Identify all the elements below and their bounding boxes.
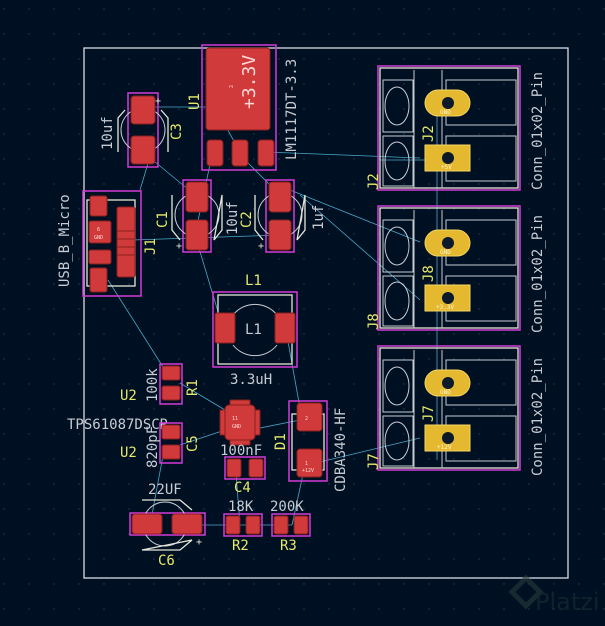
- u2-ref: U2: [120, 388, 137, 404]
- j7-ref-outer: J7: [366, 453, 382, 470]
- u1-pad-net: +3.3V: [239, 55, 260, 109]
- u1-pad-number: 2: [229, 85, 235, 88]
- j2-pin2-net: GND: [440, 109, 451, 116]
- r3-ref: R3: [280, 538, 297, 554]
- u2-value: TPS61087DSCR: [67, 417, 169, 433]
- r1-ref: R1: [185, 379, 201, 396]
- d1-value: CDBA340-HF: [333, 408, 349, 492]
- j7-value: Conn_01x02_Pin: [530, 358, 546, 476]
- u2-chip[interactable]: 11 GND: [219, 399, 261, 446]
- l1-ref: L1: [245, 273, 262, 289]
- c4-ref: C4: [234, 480, 251, 496]
- d1-pad-1: 1: [305, 461, 308, 467]
- c1-polarity-mark: +: [176, 241, 182, 252]
- c6-polarity-mark: +: [196, 537, 202, 548]
- component-R2[interactable]: 18K R2: [223, 499, 263, 554]
- d1-pad-2: 2: [305, 416, 308, 422]
- j8-pin1-net: +3.3V: [436, 304, 454, 311]
- component-C4[interactable]: 100nF C4: [220, 443, 266, 496]
- r1-value: 100k: [145, 368, 161, 402]
- j1-pad-number: 6: [97, 227, 100, 233]
- component-J7[interactable]: GND +12V J7 J7 Conn_01x02_Pin: [366, 345, 546, 476]
- component-U1[interactable]: 2 +3.3V U1 LM1117DT-3.3: [187, 44, 300, 171]
- c3-value: 10uf: [100, 116, 116, 150]
- d1-pad-net: +12V: [302, 468, 314, 474]
- component-D1[interactable]: 2 1 +12V D1 CDBA340-HF: [273, 400, 349, 492]
- u1-ref: U1: [187, 93, 203, 110]
- j8-pin2-net: GND: [440, 249, 451, 256]
- c1-ref: C1: [155, 211, 171, 228]
- d1-ref: D1: [273, 433, 289, 450]
- watermark-text: Platzi: [535, 588, 600, 616]
- l1-fab-ref: L1: [245, 322, 262, 338]
- c2-value: 1uf: [311, 205, 327, 230]
- board-outline: [83, 47, 569, 579]
- c4-value: 100nF: [220, 443, 262, 459]
- component-C6[interactable]: 22UF C6 +: [129, 482, 206, 569]
- component-R3[interactable]: 200K R3: [270, 499, 311, 554]
- component-J2[interactable]: GND +5V J2 J2 Conn_01x02_Pin: [366, 65, 546, 191]
- u2-pad-net: GND: [232, 424, 241, 430]
- component-C3[interactable]: C3 10uf +: [100, 92, 185, 168]
- component-C5[interactable]: C5 820pF: [145, 422, 201, 468]
- platzi-watermark: Platzi: [508, 574, 600, 616]
- component-J8[interactable]: GND +3.3V J8 J8 Conn_01x02_Pin: [366, 205, 546, 333]
- j1-pad-net: GND: [94, 235, 103, 241]
- component-J1[interactable]: 6 GND J1 USB_B_Micro: [57, 190, 159, 297]
- j7-pin2-net: GND: [440, 389, 451, 396]
- r2-value: 18K: [228, 499, 254, 515]
- c2-ref: C2: [239, 211, 255, 228]
- c6-ref: C6: [158, 553, 175, 569]
- j1-ref: J1: [143, 238, 159, 255]
- component-U2[interactable]: U2 TPS61087DSCR U2 11 GND: [67, 388, 261, 461]
- platzi-logo-icon: [508, 574, 544, 610]
- component-C1[interactable]: C1 10uf +: [155, 179, 241, 253]
- j2-ref: J2: [421, 125, 437, 142]
- j7-pin1-net: +12V: [437, 444, 452, 451]
- r2-ref: R2: [232, 538, 249, 554]
- j2-pin1-net: +5V: [441, 164, 452, 171]
- component-L1[interactable]: L1 L1 3.3uH: [212, 273, 298, 388]
- j1-value: USB_B_Micro: [57, 194, 73, 287]
- component-C2[interactable]: C2 1uf +: [239, 179, 327, 253]
- c1-value: 10uf: [225, 201, 241, 235]
- c6-value: 22UF: [148, 482, 182, 498]
- component-R1[interactable]: R1 100k: [145, 363, 201, 405]
- u1-value: LM1117DT-3.3: [284, 59, 300, 160]
- c2-polarity-mark: +: [258, 241, 264, 252]
- c3-ref: C3: [169, 123, 185, 140]
- u2-ref-secondary: U2: [120, 445, 137, 461]
- j2-value: Conn_01x02_Pin: [530, 72, 546, 190]
- j8-ref: J8: [421, 265, 437, 282]
- j7-ref: J7: [421, 405, 437, 422]
- j8-value: Conn_01x02_Pin: [530, 215, 546, 333]
- u2-pad-number: 11: [232, 416, 238, 422]
- l1-value: 3.3uH: [230, 372, 272, 388]
- c5-ref: C5: [185, 435, 201, 452]
- c5-value: 820pF: [145, 426, 161, 468]
- r3-value: 200K: [270, 499, 304, 515]
- c3-polarity-mark: +: [155, 96, 161, 107]
- j8-ref-outer: J8: [366, 313, 382, 330]
- j2-ref-outer: J2: [366, 173, 382, 190]
